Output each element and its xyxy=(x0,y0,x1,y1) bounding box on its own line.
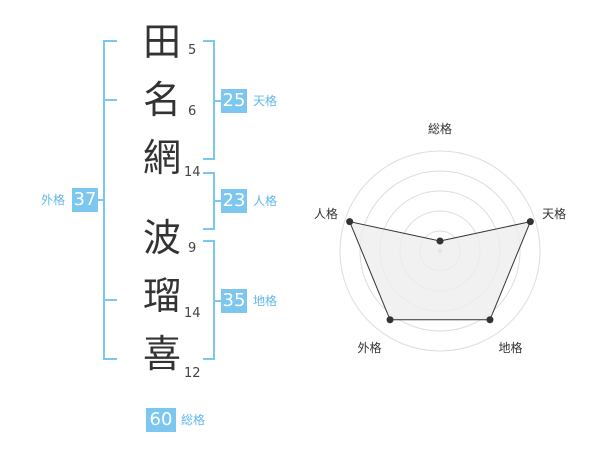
radar-ring xyxy=(379,190,501,312)
radar-axis-label: 総格 xyxy=(428,121,452,136)
stroke-count-3: 14 xyxy=(184,165,201,180)
jinkaku-label: 人格 xyxy=(253,194,278,208)
radar-area xyxy=(348,220,532,321)
radar-ring xyxy=(359,170,521,332)
radar-point-3 xyxy=(486,316,494,324)
radar-ring xyxy=(419,230,461,272)
stroke-count-5: 14 xyxy=(184,306,201,321)
gaikaku-value-badge: 37 xyxy=(72,188,98,212)
chikaku-connector xyxy=(213,300,223,302)
radar-axis-label: 天格 xyxy=(542,206,566,221)
radar-point-5 xyxy=(346,218,354,226)
gaikaku-bracket xyxy=(103,40,117,360)
radar-axis-label: 地格 xyxy=(499,340,523,355)
radar-axis-label: 外格 xyxy=(357,340,381,355)
soukaku-value-badge: 60 xyxy=(146,408,176,432)
name-char-3: 網 xyxy=(142,136,181,180)
name-char-4: 波 xyxy=(142,216,181,260)
chikaku-label: 地格 xyxy=(253,294,278,308)
radar-point-4 xyxy=(386,316,394,324)
radar-ring xyxy=(399,210,481,292)
tenkaku-value-badge: 25 xyxy=(221,89,247,113)
name-char-5: 瑠 xyxy=(142,274,181,318)
soukaku-label: 総格 xyxy=(181,413,206,427)
jinkaku-connector xyxy=(213,200,223,202)
gaikaku-connector xyxy=(97,199,105,201)
gaikaku-label: 外格 xyxy=(41,193,66,207)
tenkaku-connector xyxy=(213,100,223,102)
radar-axis-label: 人格 xyxy=(314,206,338,221)
tenkaku-label: 天格 xyxy=(253,94,278,108)
name-char-1: 田 xyxy=(142,20,181,64)
stroke-count-4: 9 xyxy=(188,241,197,256)
radar-point-1 xyxy=(436,237,444,245)
radar-point-2 xyxy=(526,218,534,226)
chikaku-value-badge: 35 xyxy=(221,289,247,313)
radar-ring xyxy=(339,150,541,352)
radar-center xyxy=(437,248,443,254)
name-char-6: 喜 xyxy=(142,332,181,376)
jinkaku-value-badge: 23 xyxy=(221,189,247,213)
gaikaku-mid-tick xyxy=(103,99,117,101)
name-char-2: 名 xyxy=(142,78,181,122)
stroke-count-2: 6 xyxy=(188,104,197,119)
gaikaku-mid-tick xyxy=(103,299,117,301)
stroke-count-6: 12 xyxy=(184,366,201,381)
stroke-count-1: 5 xyxy=(188,43,197,58)
